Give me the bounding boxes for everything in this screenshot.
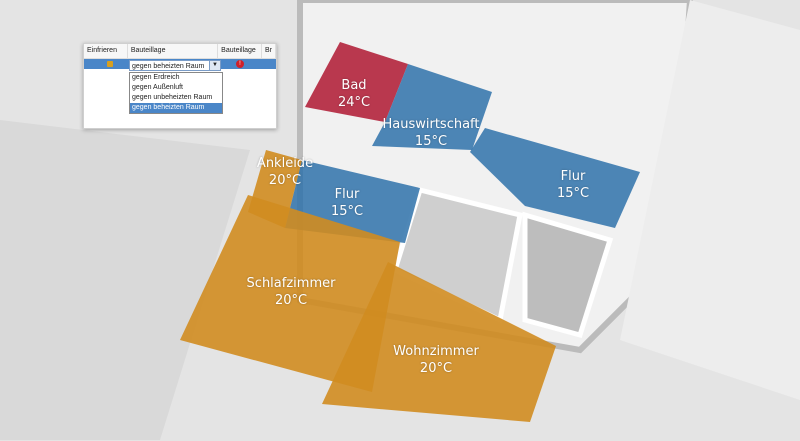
column-header-br[interactable]: Br [262,44,276,58]
error-icon: ! [236,60,244,68]
dropdown-list: gegen Erdreich gegen Außenluft gegen unb… [129,72,223,114]
bauteillage-select[interactable]: gegen beheizten Raum ▼ [129,60,221,71]
option-unbeheizt[interactable]: gegen unbeheizten Raum [132,94,213,101]
option-erdreich[interactable]: gegen Erdreich [132,74,180,81]
room-wohnzimmer[interactable] [322,262,556,422]
room-hauswirtschaft[interactable] [372,64,492,150]
option-beheizt[interactable]: gegen beheizten Raum [130,103,222,113]
room-bad[interactable] [305,42,408,122]
column-header-bauteillage-2[interactable]: Bauteillage [218,44,262,58]
lock-icon[interactable] [107,61,113,67]
room-schlafzimmer[interactable] [180,195,400,392]
column-header-bauteillage[interactable]: Bauteillage [128,44,219,58]
room-flur-right[interactable] [470,128,640,228]
bauteillage-table: Einfrieren Bauteillage Bauteillage Br ge… [83,43,277,129]
column-header-einfrieren[interactable]: Einfrieren [84,44,128,58]
option-aussenluft[interactable]: gegen Außenluft [132,84,183,91]
chevron-down-icon[interactable]: ▼ [209,61,220,70]
